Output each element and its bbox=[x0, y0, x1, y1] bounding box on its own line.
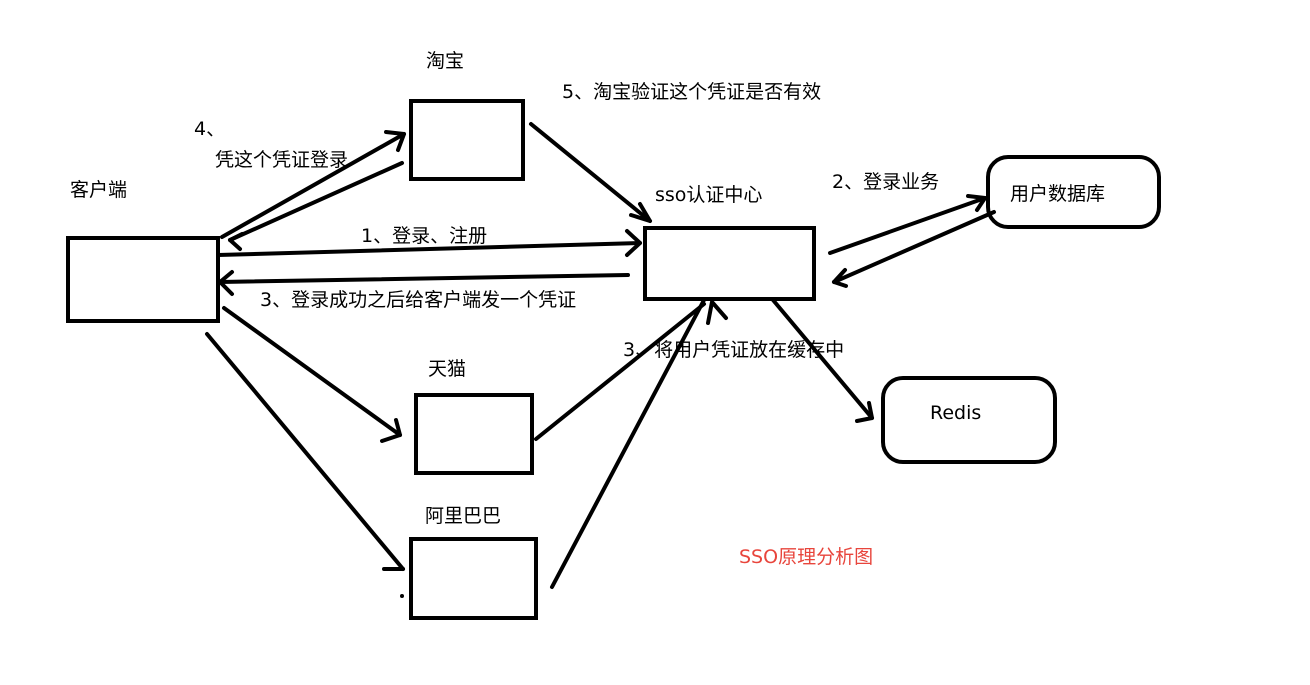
sso-box bbox=[643, 226, 816, 301]
arrow-client-to-taobao bbox=[220, 130, 406, 239]
edge-label-login-business: 2、登录业务 bbox=[832, 171, 939, 193]
client-box bbox=[66, 236, 220, 323]
edge-label-login-register: 1、登录、注册 bbox=[361, 225, 487, 247]
arrow-taobao-to-sso bbox=[529, 122, 652, 223]
taobao-box bbox=[409, 99, 525, 181]
arrow-alibaba-to-sso bbox=[550, 298, 706, 589]
arrow-taobao-to-client bbox=[228, 161, 404, 251]
alibaba-label: 阿里巴巴 bbox=[425, 505, 501, 527]
arrow-sso-to-client bbox=[218, 270, 630, 296]
arrow-client-to-sso bbox=[216, 229, 642, 257]
alibaba-box bbox=[409, 537, 538, 620]
edge-label-cache-token: 3、将用户凭证放在缓存中 bbox=[623, 339, 844, 361]
arrow-tmall-to-sso bbox=[534, 300, 728, 441]
tmall-box bbox=[414, 393, 534, 475]
stray-dot bbox=[400, 594, 404, 598]
taobao-label: 淘宝 bbox=[426, 50, 464, 72]
client-label: 客户端 bbox=[70, 179, 127, 201]
arrow-client-to-alibaba bbox=[205, 332, 405, 571]
arrow-sso-to-redis bbox=[771, 298, 874, 423]
redis-label: Redis bbox=[930, 402, 981, 424]
sso-label: sso认证中心 bbox=[655, 184, 762, 206]
edge-label-login-with-token: 凭这个凭证登录 bbox=[215, 149, 348, 171]
arrow-sso-to-userdb bbox=[828, 194, 987, 255]
userdb-box bbox=[986, 155, 1161, 229]
userdb-label: 用户数据库 bbox=[1010, 183, 1105, 205]
edge-label-verify-token: 5、淘宝验证这个凭证是否有效 bbox=[562, 81, 821, 103]
edge-label-issue-token: 3、登录成功之后给客户端发一个凭证 bbox=[260, 289, 576, 311]
redis-box bbox=[881, 376, 1057, 464]
diagram-caption: SSO原理分析图 bbox=[739, 546, 873, 568]
arrow-client-to-tmall bbox=[222, 306, 402, 443]
edge-label-step4: 4、 bbox=[194, 118, 225, 140]
tmall-label: 天猫 bbox=[428, 358, 466, 380]
arrow-userdb-to-sso bbox=[832, 210, 996, 288]
